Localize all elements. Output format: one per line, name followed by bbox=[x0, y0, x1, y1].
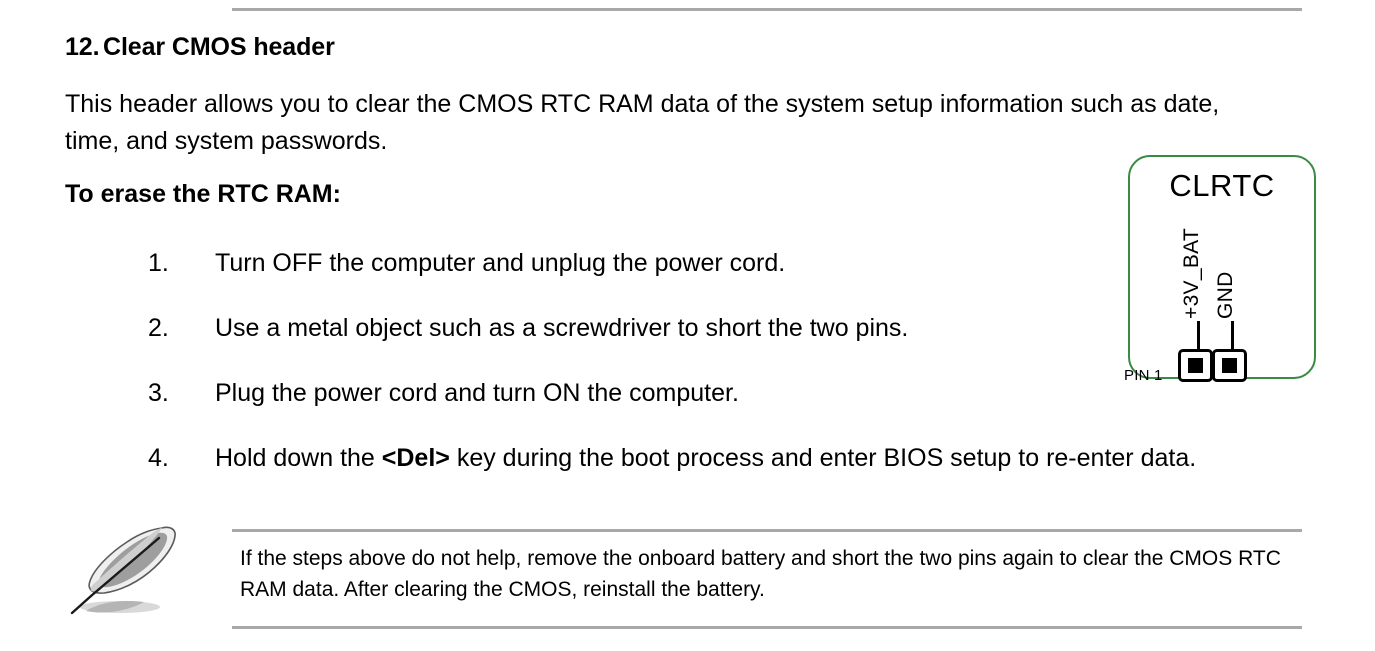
pin-label-3v-bat: +3V_BAT bbox=[1180, 227, 1203, 319]
step-number: 2. bbox=[148, 314, 169, 342]
clrtc-pin-labels: +3V_BAT GND bbox=[1180, 209, 1272, 319]
list-item: 4. Hold down the <Del> key during the bo… bbox=[148, 439, 1258, 481]
page-title: 12.Clear CMOS header bbox=[65, 33, 335, 62]
steps-list: 1. Turn OFF the computer and unplug the … bbox=[148, 244, 1258, 481]
step-number: 1. bbox=[148, 249, 169, 277]
step-text: Turn OFF the computer and unplug the pow… bbox=[215, 244, 1258, 282]
pin-label-gnd: GND bbox=[1214, 271, 1237, 319]
step-text-part: Turn OFF the computer and unplug the pow… bbox=[215, 249, 786, 277]
quill-pen-icon bbox=[70, 526, 176, 615]
pin-2 bbox=[1212, 349, 1247, 382]
step-text-part: Use a metal object such as a screwdriver… bbox=[215, 314, 909, 342]
step-number: 4. bbox=[148, 444, 169, 472]
step-text: Use a metal object such as a screwdriver… bbox=[215, 309, 1258, 347]
pin1-label: PIN 1 bbox=[1124, 367, 1163, 384]
pin-lead-line-right bbox=[1231, 321, 1234, 351]
step-text: Plug the power cord and turn ON the comp… bbox=[215, 374, 1258, 412]
subheading: To erase the RTC RAM: bbox=[65, 180, 341, 208]
section-title: Clear CMOS header bbox=[103, 33, 335, 61]
step-number: 3. bbox=[148, 379, 169, 407]
step-text-part: Hold down the bbox=[215, 444, 382, 472]
step-text-part: key during the boot process and enter BI… bbox=[449, 444, 1197, 472]
intro-paragraph: This header allows you to clear the CMOS… bbox=[65, 90, 1220, 155]
pin-core-icon bbox=[1188, 358, 1203, 373]
pin-lead-line-left bbox=[1197, 321, 1200, 351]
del-key-label: <Del> bbox=[381, 444, 450, 472]
pin-block bbox=[1178, 349, 1247, 382]
clrtc-diagram: CLRTC +3V_BAT GND PIN 1 bbox=[1124, 155, 1316, 384]
page-top-rule bbox=[232, 8, 1302, 11]
note-text: If the steps above do not help, remove t… bbox=[240, 547, 1281, 601]
clrtc-title: CLRTC bbox=[1169, 168, 1275, 203]
step-text-part: Plug the power cord and turn ON the comp… bbox=[215, 379, 739, 407]
pin-core-icon bbox=[1222, 358, 1237, 373]
list-item: 3. Plug the power cord and turn ON the c… bbox=[148, 374, 1258, 416]
step-text: Hold down the <Del> key during the boot … bbox=[215, 439, 1258, 477]
note-top-rule bbox=[232, 529, 1302, 532]
section-number: 12. bbox=[65, 33, 100, 61]
list-item: 2. Use a metal object such as a screwdri… bbox=[148, 309, 1258, 351]
list-item: 1. Turn OFF the computer and unplug the … bbox=[148, 244, 1258, 286]
pin-1 bbox=[1178, 349, 1213, 382]
note-bottom-rule bbox=[232, 626, 1302, 629]
